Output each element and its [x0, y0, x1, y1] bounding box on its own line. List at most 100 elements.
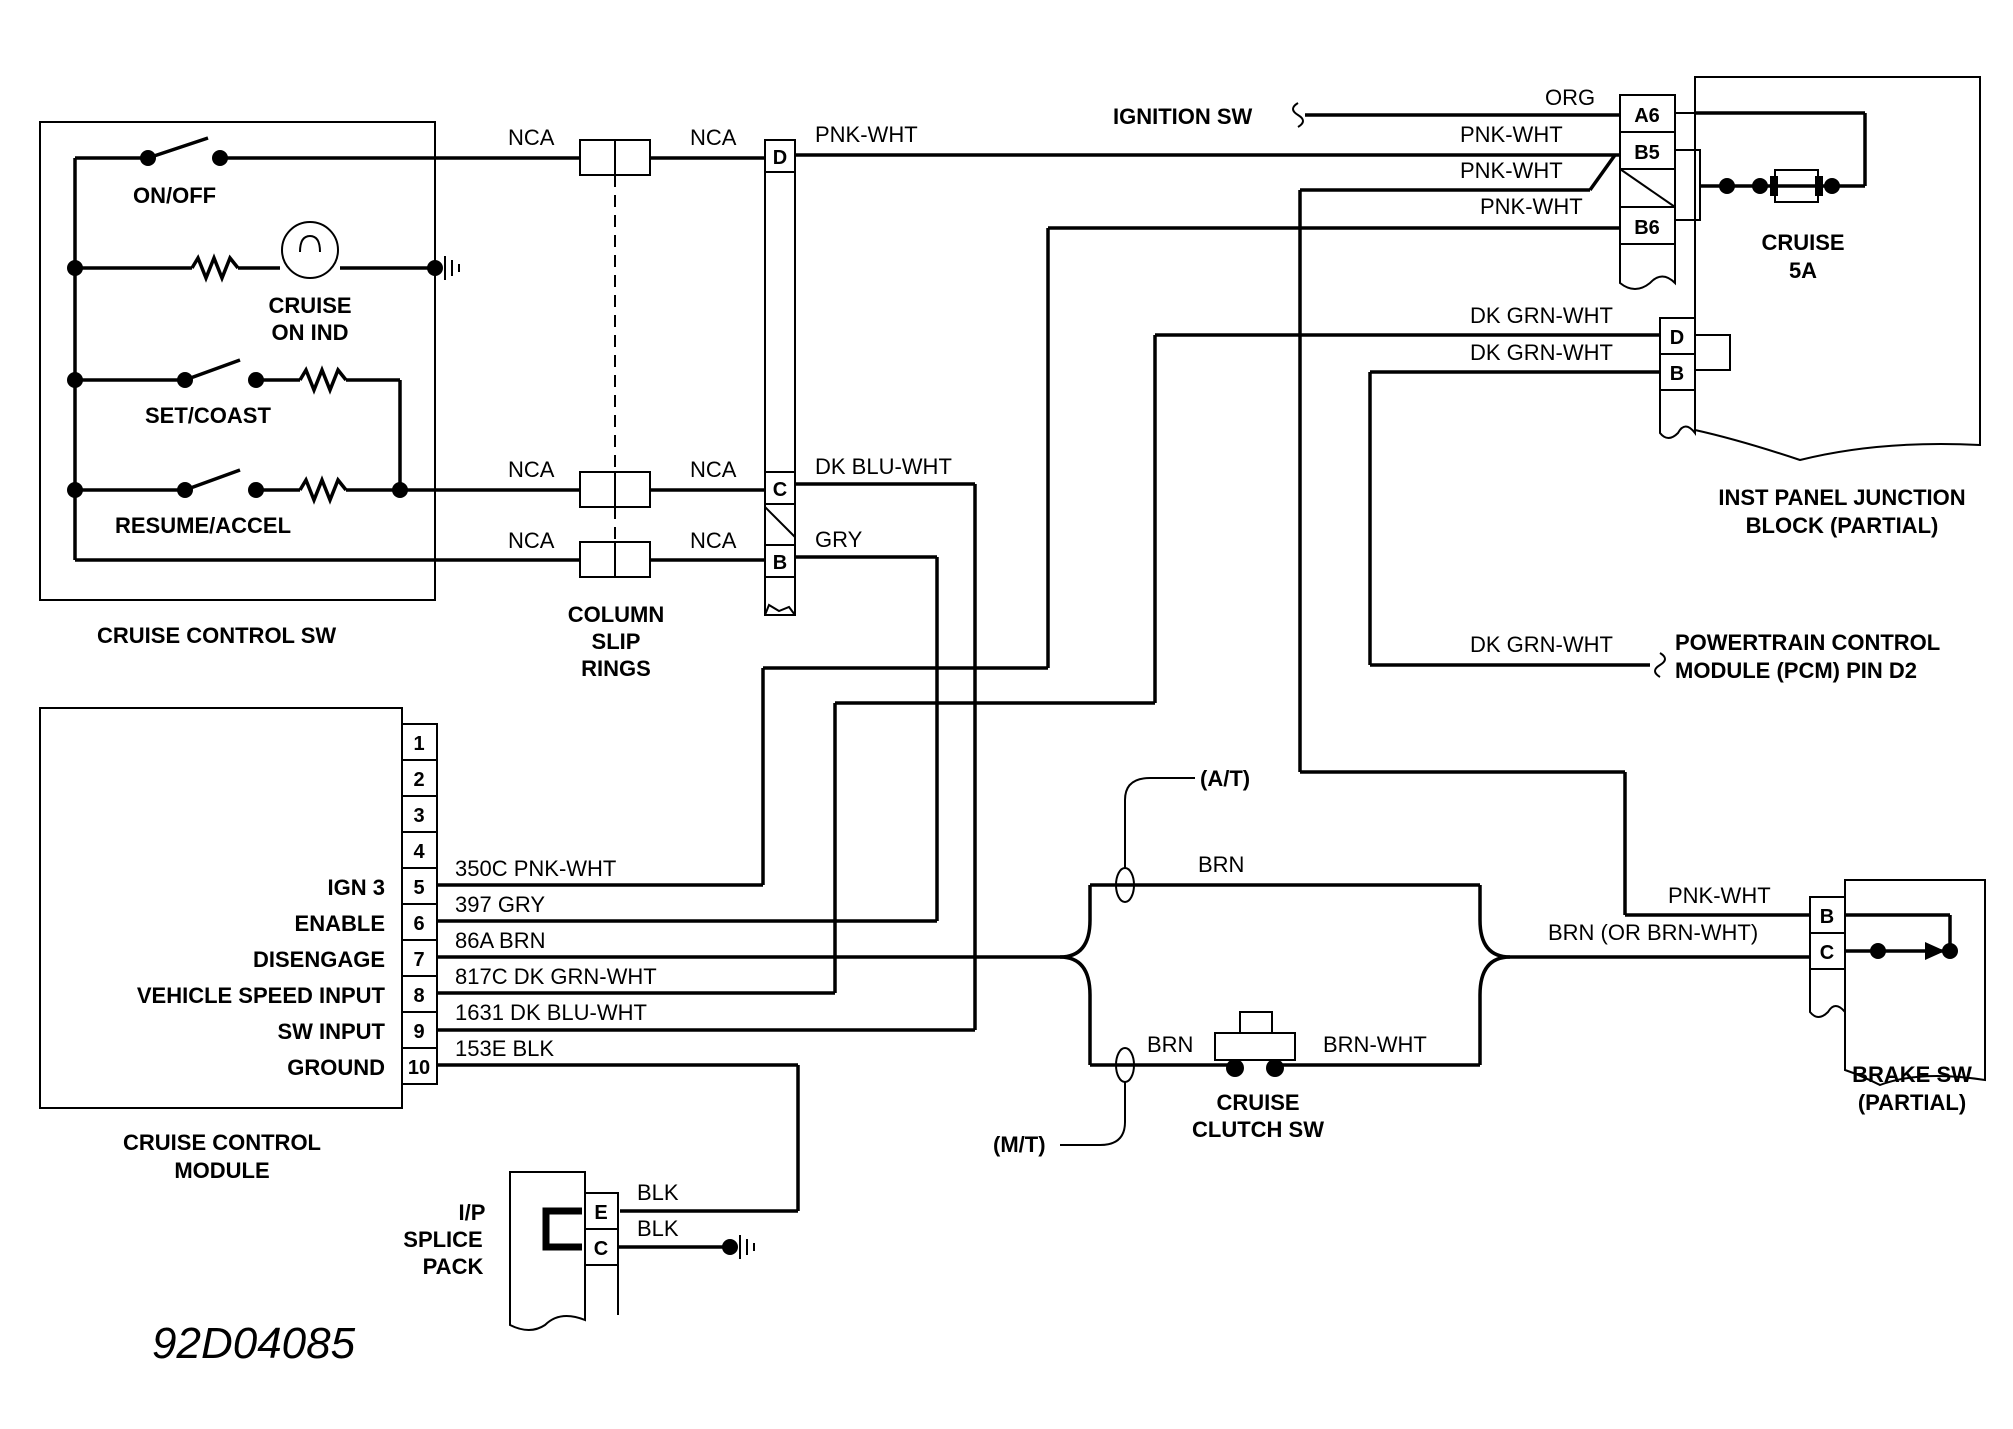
slip-rings-title-line1: COLUMN [568, 602, 665, 627]
jb-pin-b5: B5 [1634, 142, 1660, 164]
set-coast-label: SET/COAST [145, 403, 271, 428]
function-sw-input: SW INPUT [277, 1019, 385, 1044]
brake-switch-arrow-icon [1925, 942, 1945, 960]
jb-pin-b6: B6 [1634, 217, 1660, 239]
indicator-lamp-icon [281, 221, 339, 279]
wire-pnk-wht-splice: PNK-WHT [1460, 158, 1563, 183]
cruise-indicator-label-line1: CRUISE [268, 293, 351, 318]
clutch-title-line1: CRUISE [1216, 1090, 1299, 1115]
module-pin-10: 10 [408, 1057, 430, 1079]
nca-label-3: NCA [508, 457, 555, 482]
clutch-upper-wire-brn: BRN [1198, 852, 1244, 877]
slip-rings-title-line3: RINGS [581, 656, 651, 681]
mt-label: (M/T) [993, 1132, 1046, 1157]
circuit-817c: 817C DK GRN-WHT [455, 964, 657, 989]
nca-label-1: NCA [508, 125, 555, 150]
jb-pin-a6: A6 [1634, 105, 1660, 127]
cruise-fuse-label-line2: 5A [1789, 258, 1817, 283]
drawing-number: 92D04085 [152, 1319, 356, 1368]
module-connector [401, 723, 438, 1085]
brake-pin-c: C [1820, 942, 1834, 964]
circuit-86a: 86A BRN [455, 928, 546, 953]
on-off-label: ON/OFF [133, 183, 216, 208]
brake-title-line2: (PARTIAL) [1858, 1090, 1966, 1115]
inst-panel-junction-block: A6 B5 B6 CRUISE 5A D B INST PANEL JUNCTI… [1619, 76, 1981, 538]
function-vehicle-speed-input: VEHICLE SPEED INPUT [137, 983, 386, 1008]
clutch-title-line2: CLUTCH SW [1192, 1117, 1324, 1142]
cruise-indicator-label-line2: ON IND [272, 320, 349, 345]
junction-block-title-line2: BLOCK (PARTIAL) [1746, 513, 1939, 538]
module-pin-4: 4 [413, 841, 425, 863]
cruise-control-switch: ON/OFF CRUISE ON IND SET/COAST RESUME/AC… [39, 121, 460, 648]
nca-label-5: NCA [508, 528, 555, 553]
wire-dk-grn-wht-d: DK GRN-WHT [1470, 303, 1613, 328]
wire-pnk-wht-b6: PNK-WHT [1480, 194, 1583, 219]
clutch-lower-wire-brn: BRN [1147, 1032, 1193, 1057]
nca-label-6: NCA [690, 528, 737, 553]
module-title-line2: MODULE [174, 1158, 269, 1183]
nca-label-2: NCA [690, 125, 737, 150]
module-pin-6: 6 [413, 913, 424, 935]
module-pin-3: 3 [413, 805, 424, 827]
jb-pin-b: B [1670, 363, 1684, 385]
splice-bar-icon [542, 1207, 582, 1251]
brake-pin-b: B [1820, 906, 1834, 928]
function-enable: ENABLE [295, 911, 385, 936]
nca-label-4: NCA [690, 457, 737, 482]
jb-pin-d: D [1670, 327, 1684, 349]
ignition-sw-label: IGNITION SW [1113, 104, 1253, 129]
circuit-350c: 350C PNK-WHT [455, 856, 616, 881]
slip-ring-wire-dk-blu-wht: DK BLU-WHT [815, 454, 952, 479]
splice-pin-c: C [594, 1238, 608, 1260]
wire-org: ORG [1545, 85, 1595, 110]
wiring: IGNITION SW ORG PNK-WHT PNK-WHT PNK-WHT … [437, 85, 1940, 1213]
junction-block-title-line1: INST PANEL JUNCTION [1718, 485, 1965, 510]
brake-wire-pnk-wht: PNK-WHT [1668, 883, 1771, 908]
pcm-label-line2: MODULE (PCM) PIN D2 [1675, 658, 1917, 683]
clutch-switch-icon [1214, 1032, 1296, 1061]
cruise-clutch-switch: (A/T) (M/T) BRN BRN BRN-WHT CRUISE CLUTC… [993, 766, 1810, 1157]
function-ground: GROUND [287, 1055, 385, 1080]
splice-pin-e: E [594, 1202, 607, 1224]
slip-rings-title-line2: SLIP [592, 629, 641, 654]
slip-ring-wire-gry: GRY [815, 527, 863, 552]
ip-splice-pack: E C BLK BLK I/P SPLICE PACK [403, 1171, 755, 1331]
column-slip-rings: NCA NCA NCA NCA NCA NCA COLUMN SLIP RING… [75, 125, 765, 681]
clutch-lower-wire-brn-wht: BRN-WHT [1323, 1032, 1427, 1057]
module-pin-7: 7 [413, 949, 424, 971]
circuit-153e: 153E BLK [455, 1036, 554, 1061]
splice-pack-title-line1: I/P [459, 1200, 486, 1225]
slip-ring-pin-d: D [773, 147, 787, 169]
slip-ring-connector: D C B PNK-WHT DK BLU-WHT GRY [764, 122, 952, 616]
module-pin-2: 2 [413, 769, 424, 791]
brake-title-line1: BRAKE SW [1852, 1062, 1972, 1087]
cruise-control-sw-title: CRUISE CONTROL SW [97, 623, 336, 648]
cruise-control-module: 1 2 3 4 5 6 7 8 9 10 IGN 3 ENABLE DISENG… [39, 707, 657, 1183]
pcm-label-line1: POWERTRAIN CONTROL [1675, 630, 1940, 655]
resume-accel-label: RESUME/ACCEL [115, 513, 291, 538]
module-title-line1: CRUISE CONTROL [123, 1130, 321, 1155]
cruise-control-module-outline [39, 707, 403, 1109]
module-pin-1: 1 [413, 733, 424, 755]
function-disengage: DISENGAGE [253, 947, 385, 972]
splice-pack-title-line3: PACK [423, 1254, 484, 1279]
wire-pnk-wht-b5: PNK-WHT [1460, 122, 1563, 147]
splice-wire-blk-e: BLK [637, 1180, 679, 1205]
wire-dk-grn-wht-pcm: DK GRN-WHT [1470, 632, 1613, 657]
slip-ring-pin-c: C [773, 479, 787, 501]
slip-ring-wire-pnk-wht: PNK-WHT [815, 122, 918, 147]
module-pin-9: 9 [413, 1021, 424, 1043]
circuit-397: 397 GRY [455, 892, 545, 917]
at-label: (A/T) [1200, 766, 1250, 791]
splice-wire-blk-c: BLK [637, 1216, 679, 1241]
brake-wire-brn: BRN (OR BRN-WHT) [1548, 920, 1758, 945]
cruise-control-sw-outline [39, 121, 436, 601]
brake-switch: B C PNK-WHT BRN (OR BRN-WHT) BRAKE SW (P… [1548, 879, 1986, 1115]
circuit-1631: 1631 DK BLU-WHT [455, 1000, 647, 1025]
module-pin-8: 8 [413, 985, 424, 1007]
slip-ring-pin-b: B [773, 552, 787, 574]
wire-dk-grn-wht-b: DK GRN-WHT [1470, 340, 1613, 365]
cruise-fuse-label-line1: CRUISE [1761, 230, 1844, 255]
splice-pack-title-line2: SPLICE [403, 1227, 482, 1252]
